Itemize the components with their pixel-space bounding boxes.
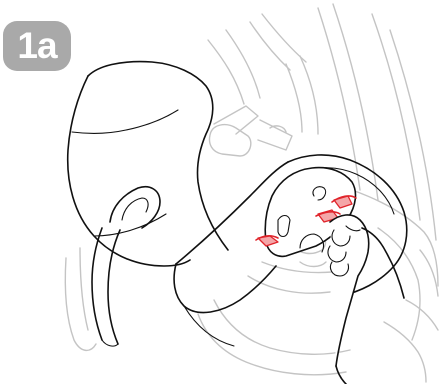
step-number-badge: 1a (3, 21, 71, 71)
carry-handle (92, 228, 120, 346)
canopy-shell (68, 62, 228, 266)
